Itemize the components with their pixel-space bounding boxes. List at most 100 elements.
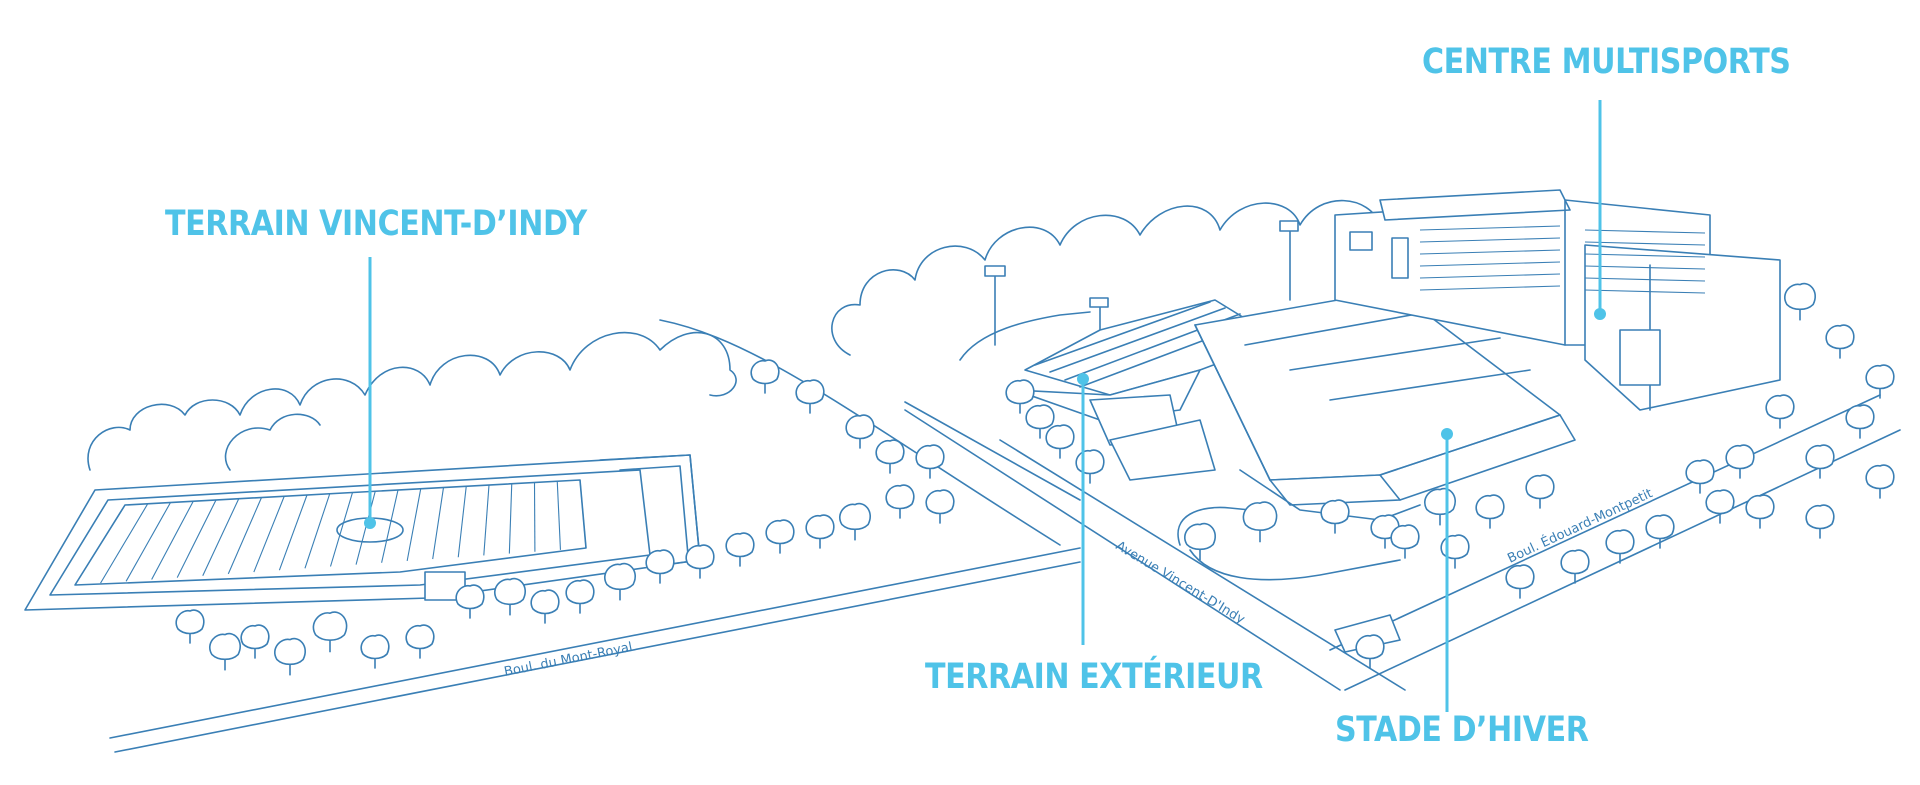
road-mont-royal-south: [114, 561, 1081, 753]
road-edouard-montpetit-north: [1329, 394, 1881, 651]
tree-icon: [455, 584, 485, 619]
drive-loop-outer: [1189, 549, 1401, 581]
tree-icon: [875, 439, 905, 474]
right-tree-canopy: [831, 199, 1431, 356]
label-stade-hiver: STADE D’HIVER: [1335, 710, 1589, 750]
tree-icon: [1605, 529, 1635, 564]
tree-icon: [1560, 549, 1590, 584]
tree-icon: [1645, 514, 1675, 549]
tree-icon: [1805, 504, 1835, 539]
right-trees: [1005, 282, 1895, 669]
tree-icon: [530, 589, 560, 624]
tree-icon: [604, 562, 636, 601]
window-row: [1584, 277, 1706, 282]
tree-icon: [1355, 634, 1385, 669]
tree-icon: [1045, 424, 1075, 459]
window-row: [1584, 229, 1706, 234]
yard-line: [432, 487, 445, 560]
tree-icon: [1865, 364, 1895, 399]
tree-icon: [1320, 499, 1350, 534]
window-row: [1419, 285, 1561, 291]
field-yard-lines: [74, 479, 587, 586]
yard-line: [329, 492, 354, 567]
yard-line: [406, 488, 422, 562]
tree-icon: [312, 611, 348, 653]
yard-line: [457, 486, 467, 558]
tree-icon: [1525, 474, 1555, 509]
road-kerb: [904, 401, 1081, 501]
tree-icon: [1865, 464, 1895, 499]
tree-icon: [1505, 564, 1535, 599]
yard-line: [151, 500, 194, 580]
window-row: [1584, 289, 1706, 294]
tree-icon: [1705, 489, 1735, 524]
tree-icon: [1184, 522, 1216, 561]
tree-icon: [240, 624, 270, 659]
tree-icon: [274, 637, 306, 676]
yard-line: [125, 502, 171, 582]
tree-icon: [1725, 444, 1755, 479]
tree-icon: [1075, 449, 1105, 484]
yard-line: [355, 491, 376, 565]
tree-icon: [685, 544, 715, 579]
centre-multisports-building: [1334, 189, 1781, 411]
tree-icon: [405, 624, 435, 659]
tree-icon: [885, 484, 915, 519]
yard-line: [176, 499, 217, 578]
yard-line: [483, 484, 490, 556]
window-row: [1419, 249, 1561, 255]
tree-icon: [750, 359, 780, 394]
tree-icon: [494, 577, 526, 616]
window-row: [1419, 273, 1561, 279]
tree-icon: [1440, 534, 1470, 569]
label-terrain-exterieur: TERRAIN EXTÉRIEUR: [925, 657, 1263, 697]
left-trees: [175, 359, 955, 676]
callout-dot-stade-hiver: [1441, 428, 1453, 440]
tree-icon: [360, 634, 390, 669]
tree-icon: [175, 609, 205, 644]
stade-hiver-building: [1194, 289, 1576, 521]
window-row: [1584, 265, 1706, 270]
yard-line: [253, 496, 285, 573]
tree-icon: [1475, 494, 1505, 529]
window: [1391, 237, 1409, 279]
yard-line: [74, 504, 126, 586]
right-hill: [959, 311, 1091, 361]
tree-icon: [925, 489, 955, 524]
road-vincent-dindy-east: [999, 439, 1406, 691]
tree-icon: [805, 514, 835, 549]
tree-icon: [1845, 404, 1875, 439]
window-row: [1584, 241, 1706, 246]
tree-icon: [915, 444, 945, 479]
tree-icon: [1825, 324, 1855, 359]
tree-icon: [1025, 404, 1055, 439]
window-row: [1584, 253, 1706, 258]
yard-line: [202, 498, 240, 576]
tree-icon: [1242, 501, 1278, 543]
window-row: [1419, 237, 1561, 243]
tree-icon: [725, 532, 755, 567]
window: [1349, 231, 1373, 251]
tree-icon: [1784, 282, 1816, 321]
tree-icon: [565, 579, 595, 614]
tree-icon: [839, 502, 871, 541]
callout-dot-centre-multisports: [1594, 308, 1606, 320]
yard-line: [278, 494, 308, 571]
callout-dot-terrain-exterieur: [1077, 373, 1089, 385]
yard-line: [304, 493, 331, 569]
field-vincent-dindy: [24, 454, 701, 611]
road-edouard-montpetit-south: [1344, 429, 1901, 691]
tree-icon: [209, 632, 241, 671]
yard-line: [556, 481, 561, 550]
building-windows: [1349, 225, 1706, 294]
label-centre-multisports: CENTRE MULTISPORTS: [1422, 42, 1791, 82]
road-mont-royal-north: [109, 547, 1081, 739]
left-tree-canopy: [87, 331, 737, 471]
road-vincent-dindy-west: [904, 409, 1341, 691]
tree-icon: [845, 414, 875, 449]
window-row: [1419, 261, 1561, 267]
tree-icon: [1805, 444, 1835, 479]
yard-line: [100, 503, 149, 584]
yard-line: [508, 483, 513, 554]
